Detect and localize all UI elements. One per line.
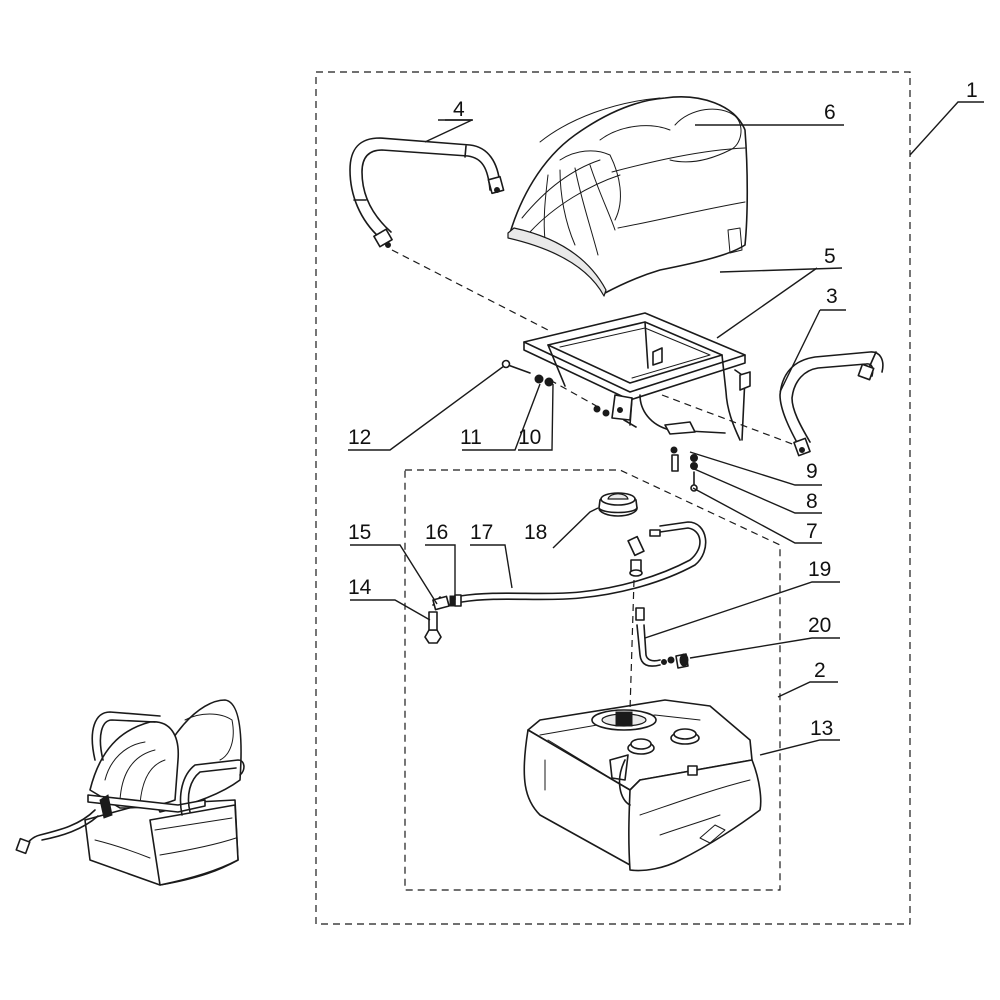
callout-15: 15 xyxy=(348,521,371,544)
assembly-1-boundary xyxy=(315,71,911,925)
alignment-line-frame-to-handle3 xyxy=(661,394,796,446)
callout-5: 5 xyxy=(824,245,836,268)
callout-13: 13 xyxy=(810,717,833,740)
callout-3: 3 xyxy=(826,285,838,308)
alignment-line-handle4-to-frame xyxy=(391,249,549,331)
left-grab-handle-part xyxy=(349,137,505,248)
seat-cushion-part xyxy=(507,96,749,297)
hose-fittings xyxy=(424,529,661,644)
right-grab-handle-part xyxy=(779,351,884,457)
callout-18: 18 xyxy=(524,521,547,544)
callout-4: 4 xyxy=(453,98,465,121)
callout-labels: 1 2 3 4 5 6 7 8 9 10 11 12 13 14 15 16 1… xyxy=(348,79,978,740)
callout-2: 2 xyxy=(814,659,826,682)
callout-10: 10 xyxy=(518,426,541,449)
callout-9: 9 xyxy=(806,460,818,483)
callout-7: 7 xyxy=(806,520,818,543)
callout-16: 16 xyxy=(425,521,448,544)
assembly-2-boundary xyxy=(404,469,781,891)
seat-frame-part xyxy=(523,312,751,441)
callout-20: 20 xyxy=(808,614,831,637)
fuel-tank-part xyxy=(523,699,762,872)
callout-17: 17 xyxy=(470,521,493,544)
callout-14: 14 xyxy=(348,576,372,599)
leader-lines xyxy=(348,101,984,756)
vent-tube-part xyxy=(635,607,689,669)
callout-6: 6 xyxy=(824,101,836,124)
fuel-hose-part xyxy=(459,521,707,603)
alignment-line-cap-to-tank xyxy=(629,579,635,711)
callout-12: 12 xyxy=(348,426,371,449)
fuel-cap-part xyxy=(598,492,638,517)
alignment-line-frame-to-fasteners xyxy=(549,379,601,409)
callout-19: 19 xyxy=(808,558,831,581)
callout-8: 8 xyxy=(806,490,818,513)
callout-11: 11 xyxy=(460,426,482,449)
callout-1: 1 xyxy=(966,79,978,102)
assembled-view-thumbnail xyxy=(15,699,245,886)
